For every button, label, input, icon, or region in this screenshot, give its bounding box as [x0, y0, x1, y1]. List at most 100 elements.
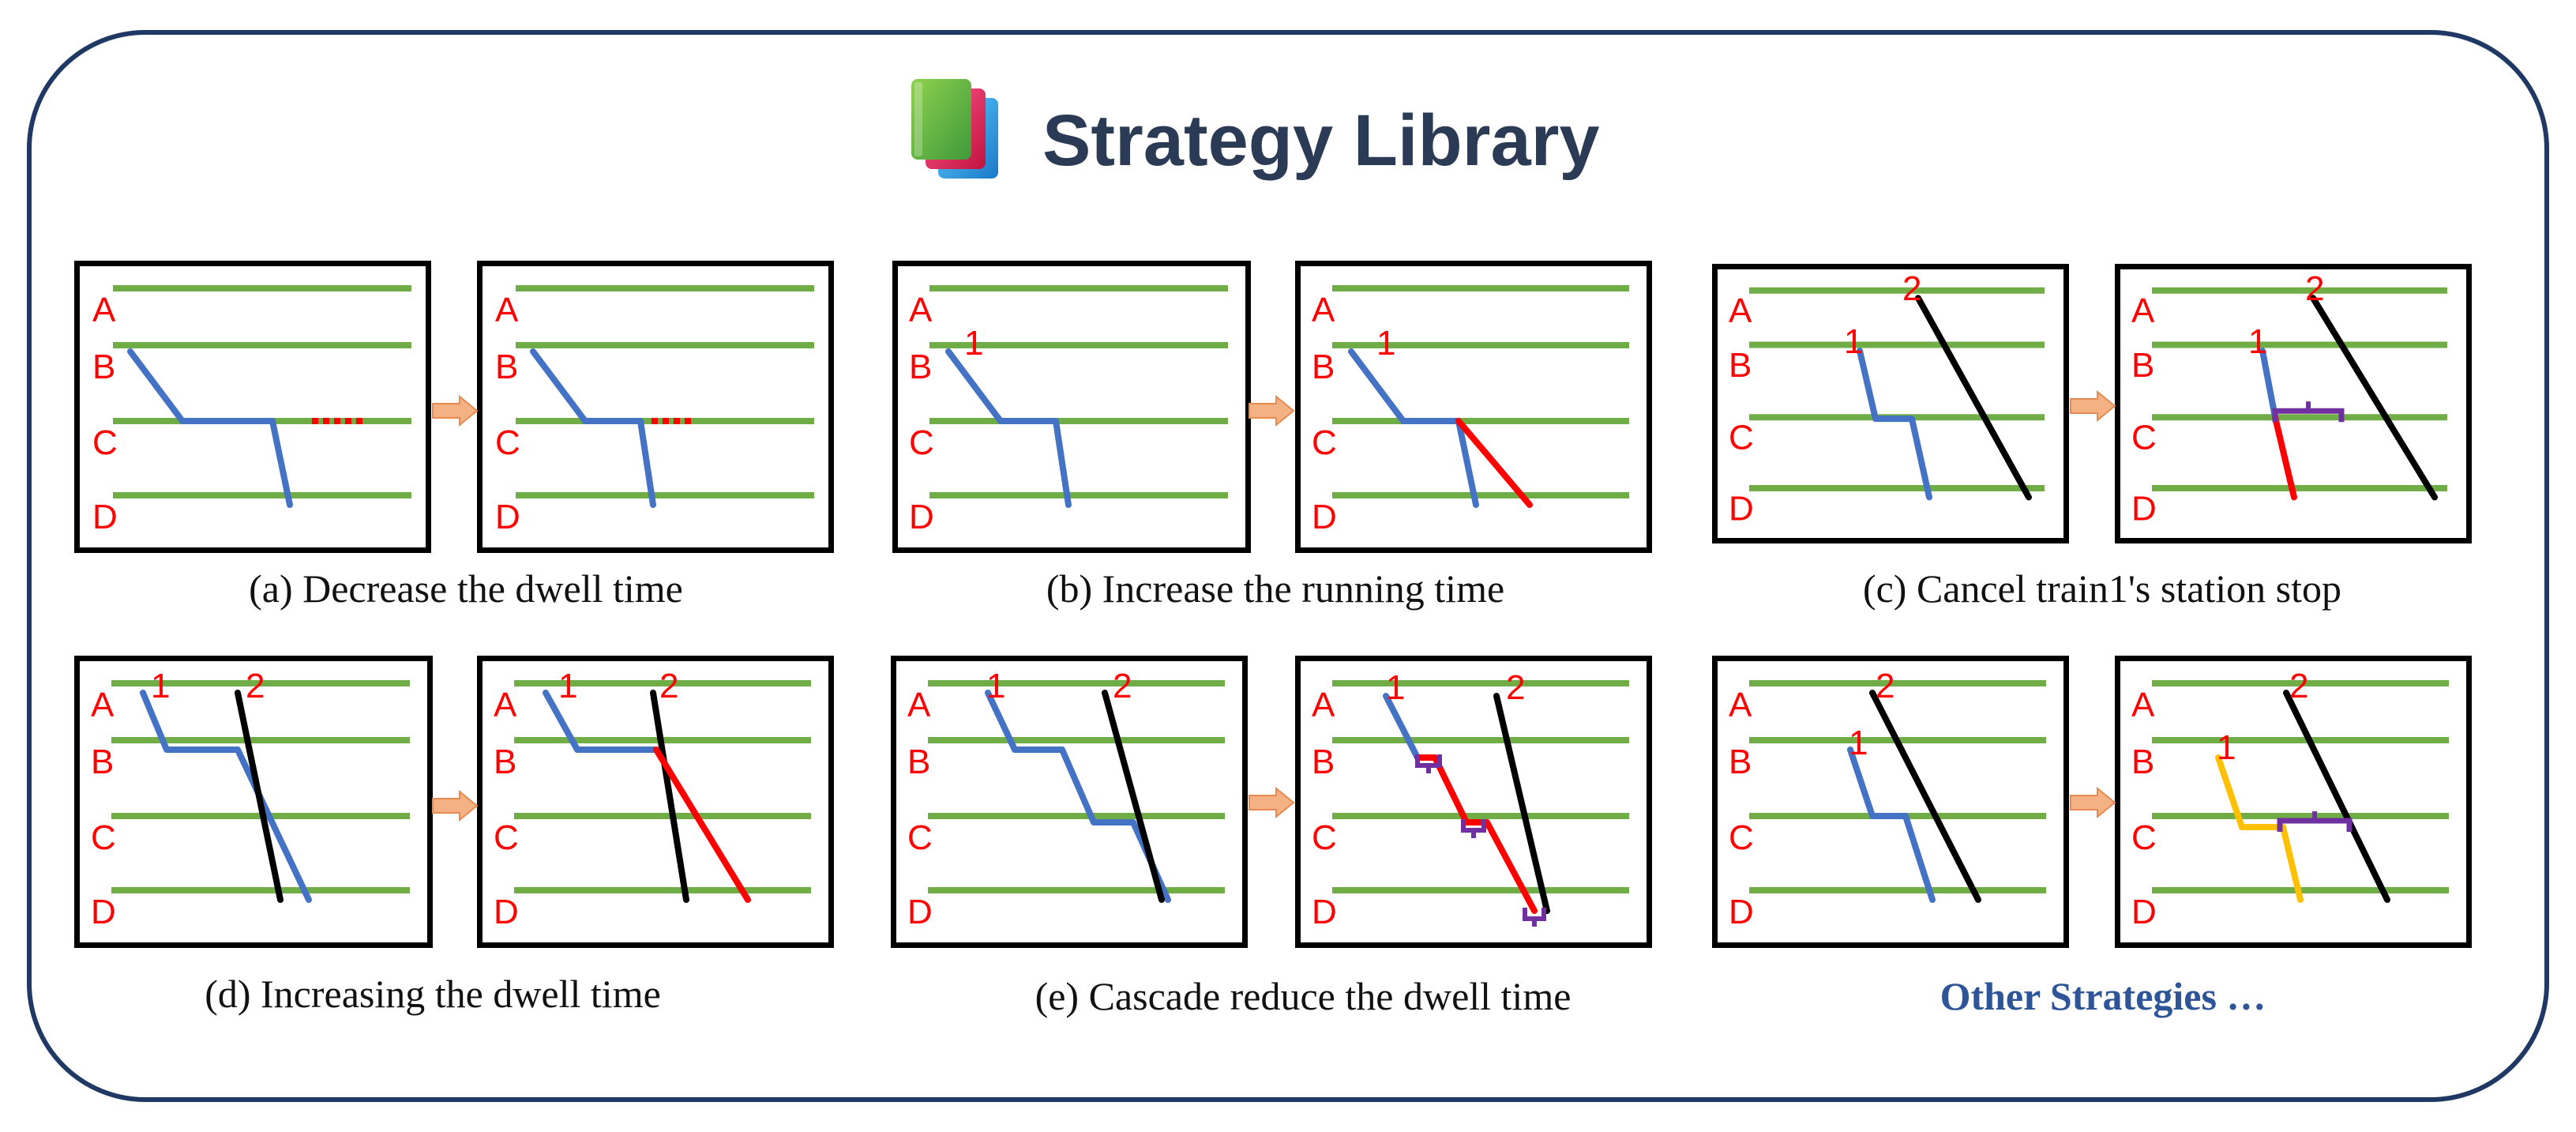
train-path-black: [2310, 295, 2438, 501]
station-label-a: A: [1312, 291, 1335, 329]
train-path-blue: [1383, 693, 1421, 761]
station-label-a: A: [909, 291, 933, 329]
stacked-books-icon: [911, 79, 998, 179]
arrow-shape: [1249, 787, 1295, 818]
train-path-blue: [140, 690, 312, 903]
arrow-shape: [1249, 395, 1295, 427]
transition-arrow-icon: [432, 395, 479, 427]
stop-marker: [2277, 818, 2353, 832]
station-label-c: C: [1312, 423, 1337, 462]
train-path-black: [2283, 690, 2390, 903]
train-label-2: 2: [246, 667, 265, 705]
train-path-black: [1493, 693, 1550, 914]
train-label-1: 1: [2217, 728, 2236, 767]
train-path-red: [1455, 418, 1533, 508]
station-label-c: C: [909, 423, 934, 462]
station-label-d: D: [494, 893, 519, 931]
train-path-blue: [530, 348, 656, 508]
transition-arrow-icon: [2070, 390, 2116, 422]
train-label-2: 2: [1876, 667, 1894, 705]
caption-a: (a) Decrease the dwell time: [249, 566, 683, 611]
train-label-1: 1: [986, 667, 1005, 705]
train-path-blue: [1348, 348, 1479, 508]
train-path-red: [2272, 414, 2297, 501]
caption-c: (c) Cancel train1's station stop: [1862, 566, 2342, 611]
arrow-shape: [432, 395, 479, 427]
strategy-library-frame: [27, 30, 2549, 1102]
train-path-blue: [1857, 348, 1932, 501]
station-label-b: B: [1312, 743, 1335, 781]
train-path-black: [650, 690, 689, 903]
station-label-b: B: [1729, 743, 1752, 781]
train-label-1: 1: [558, 667, 577, 705]
train-label-1: 1: [1376, 324, 1395, 363]
train-path-blue: [1847, 747, 1936, 903]
train-label-2: 2: [1113, 667, 1132, 705]
train-path-black: [235, 690, 284, 903]
train-path-black: [1915, 295, 2032, 501]
train-label-1: 1: [964, 324, 983, 363]
train-label-2: 2: [1506, 668, 1525, 707]
station-label-c: C: [494, 818, 519, 857]
station-label-d: D: [92, 498, 118, 536]
train-label-1: 1: [1849, 724, 1868, 762]
station-label-b: B: [907, 743, 930, 781]
arrow-shape: [2070, 787, 2116, 818]
train-label-2: 2: [659, 667, 678, 705]
station-label-c: C: [92, 423, 118, 462]
train-label-1: 1: [1844, 322, 1863, 361]
station-label-d: D: [1312, 893, 1337, 931]
station-label-d: D: [907, 893, 933, 931]
station-label-a: A: [1729, 291, 1752, 330]
train-path-blue: [985, 690, 1171, 903]
station-label-b: B: [91, 743, 114, 781]
station-label-a: A: [907, 686, 931, 724]
station-label-d: D: [1729, 893, 1754, 931]
station-label-c: C: [91, 818, 116, 857]
stop-marker: [2272, 408, 2345, 423]
station-label-b: B: [2131, 743, 2154, 781]
station-label-c: C: [1729, 818, 1754, 857]
train-path-yellow: [2215, 754, 2304, 903]
station-label-b: B: [494, 743, 516, 781]
station-label-d: D: [2131, 489, 2157, 528]
station-label-b: B: [495, 348, 518, 386]
station-label-b: B: [92, 348, 115, 386]
station-label-a: A: [2131, 686, 2155, 724]
station-label-a: A: [91, 686, 115, 724]
arrow-shape: [432, 790, 479, 822]
caption-b: (b) Increase the running time: [1046, 566, 1505, 611]
train-label-2: 2: [2289, 667, 2308, 705]
page-title: Strategy Library: [1042, 100, 1600, 181]
train-label-1: 1: [151, 667, 170, 705]
station-label-b: B: [1729, 346, 1752, 385]
station-label-a: A: [1312, 686, 1335, 724]
caption-d: (d) Increasing the dwell time: [205, 972, 661, 1016]
transition-arrow-icon: [1249, 395, 1295, 427]
arrow-shape: [2070, 390, 2116, 422]
train-label-1: 1: [1386, 668, 1405, 707]
train-path-red: [653, 747, 751, 903]
train-path-blue: [945, 348, 1072, 508]
transition-arrow-icon: [2070, 787, 2116, 818]
station-label-c: C: [907, 818, 933, 857]
station-label-b: B: [1312, 348, 1335, 386]
station-label-c: C: [1729, 419, 1754, 457]
station-label-d: D: [495, 498, 520, 536]
